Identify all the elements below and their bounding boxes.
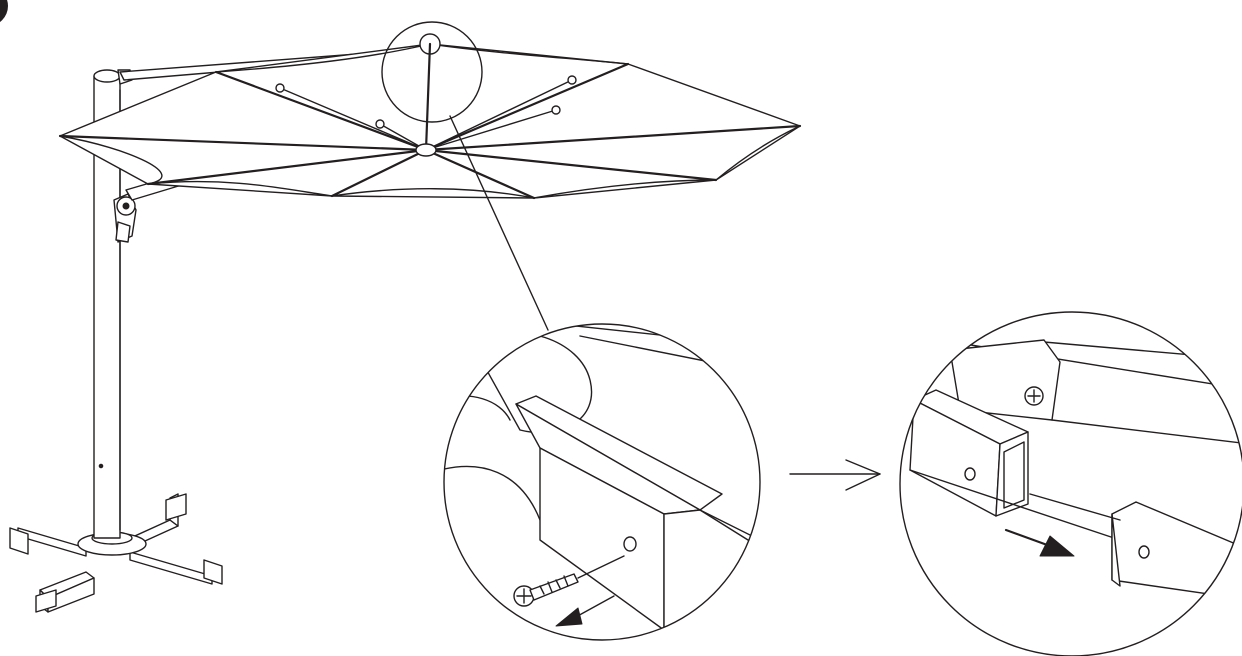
corner-mark [0, 0, 8, 22]
umbrella-ribs [58, 42, 802, 200]
sequence-arrow [789, 459, 881, 491]
removal-arrow-2 [1004, 528, 1075, 557]
tilt-crank [113, 193, 137, 243]
callout-circle [381, 21, 483, 123]
detail-panel-2 [899, 311, 1242, 656]
umbrella-overview [9, 21, 802, 613]
callout-leader [449, 115, 549, 331]
removal-arrow-1 [555, 595, 615, 627]
detail-panel-1 [443, 323, 761, 641]
screw [513, 555, 625, 607]
